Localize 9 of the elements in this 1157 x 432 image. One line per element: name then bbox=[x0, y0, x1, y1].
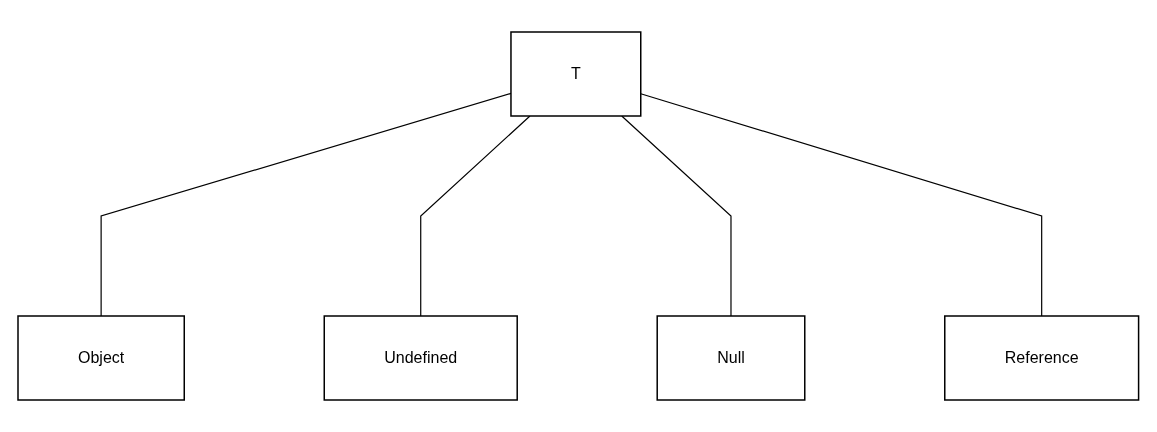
node-box: T bbox=[510, 31, 642, 117]
connector bbox=[640, 93, 1043, 317]
node-box: Null bbox=[656, 315, 806, 401]
node-box: Undefined bbox=[323, 315, 519, 401]
connector bbox=[100, 92, 512, 317]
node-box: Reference bbox=[944, 315, 1140, 401]
node-box: Object bbox=[17, 315, 186, 401]
connector bbox=[621, 115, 732, 317]
connector bbox=[420, 115, 531, 317]
